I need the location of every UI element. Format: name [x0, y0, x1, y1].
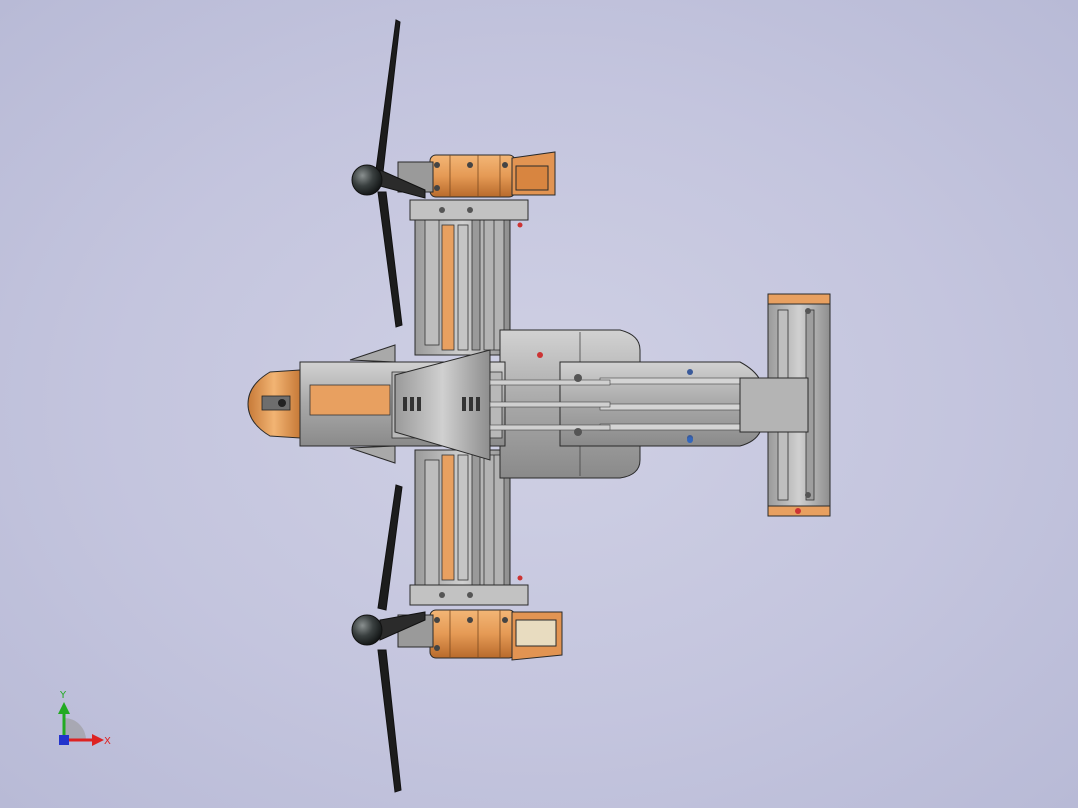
- z-axis-marker: [59, 735, 69, 745]
- upper-wing[interactable]: [409, 199, 529, 356]
- lower-nacelle[interactable]: [397, 609, 563, 661]
- upper-nacelle[interactable]: [397, 151, 556, 198]
- lower-rotor[interactable]: [351, 484, 426, 793]
- x-axis-label: X: [104, 736, 111, 747]
- lower-spinner: [351, 614, 383, 646]
- lower-wing[interactable]: [409, 449, 529, 606]
- axis-triad: Y X: [58, 690, 111, 747]
- tail-assembly[interactable]: [739, 293, 831, 517]
- upper-spinner: [351, 164, 383, 196]
- fuselage[interactable]: [299, 329, 761, 479]
- nose-cone[interactable]: [247, 369, 301, 439]
- y-axis-label: Y: [59, 690, 67, 701]
- upper-rotor[interactable]: [351, 19, 426, 328]
